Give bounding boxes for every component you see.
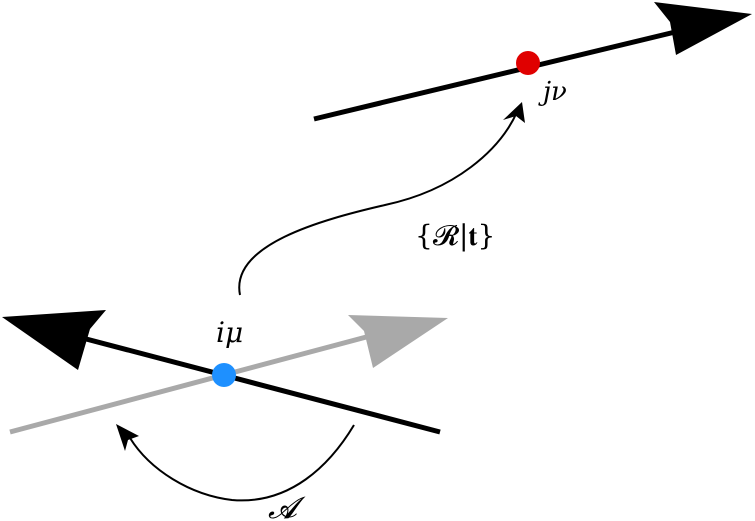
local-transform-arrow (116, 424, 355, 502)
gray-axis-line (9, 325, 401, 435)
gray-axis-arrowhead (348, 315, 448, 368)
black-axis-i-arrowhead (2, 310, 106, 370)
site-i-label: iμ (216, 316, 243, 349)
black-axis-j-arrowhead (654, 2, 752, 55)
operation-label: {𝓡|𝐭} (415, 219, 495, 252)
operation-arrow-curve (238, 111, 518, 296)
site-j-dot (516, 51, 540, 75)
local-transform-arrow-head (116, 424, 139, 451)
black-axis-j-line (313, 23, 701, 122)
operation-arrow (238, 102, 525, 296)
site-j-label: jν (538, 77, 567, 107)
site-i-dot (212, 363, 236, 387)
black-axis-j (313, 2, 752, 122)
local-transform-arrow-curve (129, 424, 355, 502)
black-axis-i (2, 310, 441, 435)
local-transform-label: 𝓐 (268, 491, 306, 521)
gray-axis (9, 315, 448, 435)
black-axis-i-line (51, 327, 441, 435)
operation-arrow-head (503, 102, 525, 123)
